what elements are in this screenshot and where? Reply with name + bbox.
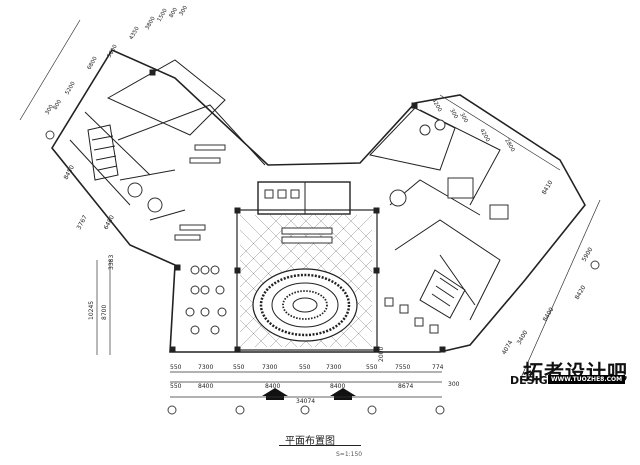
dim-total: 34074 [296,398,315,405]
dim-text: 8410 [541,179,555,196]
furniture-left [127,144,227,335]
dim-text: 8400 [330,383,345,390]
furniture-right [384,119,509,334]
dim-text: 3383 [108,255,115,270]
dim-text: 5600 [107,43,119,59]
dim-text: 3400 [516,329,530,346]
dim-text: 8450 [63,164,76,181]
watermark-brand-en: DESIGN [510,374,557,387]
dim-text: 300 [458,112,469,125]
entrance-arrows [262,388,356,400]
central-hall [236,209,378,351]
dim-row1: 550 7300 550 7300 550 7300 550 7550 774 [170,364,444,371]
dim-text: 1500 [157,7,169,23]
dim-text: 7300 [198,364,213,371]
title-underline [279,445,361,446]
dim-text: 4200 [478,128,490,144]
dim-text: 8400 [198,383,213,390]
dim-text: 5900 [581,246,595,263]
dim-text: 550 [170,383,182,390]
dim-text: 7300 [326,364,341,371]
dim-text: 3767 [76,214,89,231]
dim-text: 2800 [503,138,515,154]
top-block [257,181,351,215]
right-wing-walls [369,107,501,321]
dim-text: 550 [299,364,311,371]
dim-text: 4074 [501,339,515,356]
outer-wall [51,48,586,353]
dim-text: 8700 [101,305,108,320]
dim-text: 8400 [265,383,280,390]
dim-text: 6800 [87,55,99,71]
left-wing-walls [69,59,266,221]
dim-text: 774 [432,364,444,371]
dim-text: 3800 [145,15,157,31]
dim-text: 5200 [65,80,77,96]
dim-text: 300 [45,103,56,116]
central-oval [252,268,358,342]
stair-left [87,124,119,181]
dim-text: 4350 [129,25,141,41]
dim-left: 10245 8700 3383 3767 6480 8450 [63,164,116,320]
dim-text: 300 [448,381,460,388]
dim-text: 7300 [262,364,277,371]
dim-text: 8400 [542,306,556,323]
dim-text: 550 [366,364,378,371]
dim-text: 8674 [398,383,413,390]
watermark-url: WWW.TUOZHE8.COM [548,375,626,384]
axis-markers [45,130,600,415]
dimension-lines [19,19,601,398]
dim-text: 2000 [378,347,385,362]
dim-text: 4200 [430,98,442,114]
dim-text: 8420 [574,284,588,301]
dim-text: 800 [53,98,64,111]
stair-right [419,269,466,319]
dim-text: 550 [170,364,182,371]
dim-text: 300 [179,4,190,17]
dim-right: 8410 8420 2000 5900 8400 3400 4074 [378,179,594,362]
columns [149,69,446,353]
dim-text: 800 [169,6,180,19]
dim-top-left: 300 800 5200 6800 5600 4350 3800 1500 80… [45,4,190,116]
conference-tables [264,189,333,244]
dim-text: 550 [233,364,245,371]
drawing-title: 平面布置图 [285,436,335,447]
dim-text: 300 [448,108,459,121]
dim-text: 7550 [395,364,410,371]
drawing-scale: S=1:150 [336,451,363,458]
dim-row2: 550 8400 8400 8400 8674 34074 300 [170,381,460,405]
dim-text: 10245 [88,301,95,320]
dim-text: 6480 [103,214,116,231]
